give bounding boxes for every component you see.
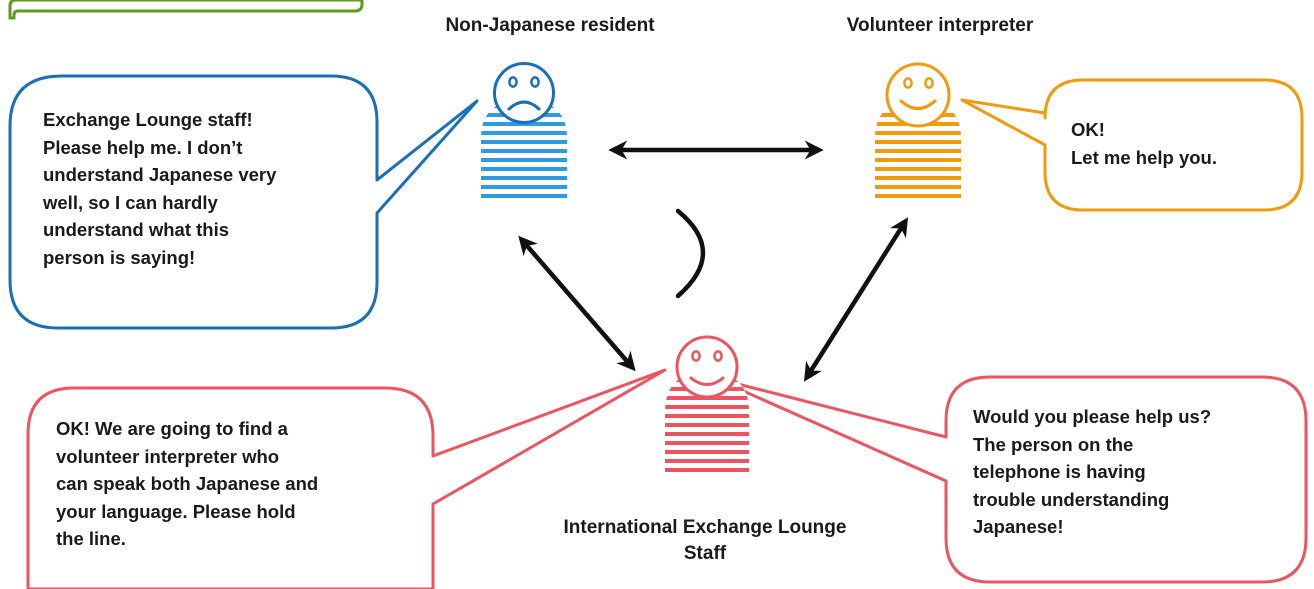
- corner-tab: [8, 0, 364, 20]
- staff-label-line2: Staff: [683, 543, 727, 564]
- staff-left-speech-bubble: [26, 368, 667, 589]
- bubble-line: the line.: [56, 528, 126, 549]
- bubble-line: well, so I can hardly: [43, 191, 218, 213]
- sad-face-icon: [493, 62, 555, 124]
- bubble-line: Would you please help us?: [973, 406, 1212, 427]
- staff-label: International Exchange Lounge Staff: [495, 515, 915, 567]
- central-bracket: [675, 208, 706, 299]
- bubble-line: can speak both Japanese and: [56, 473, 319, 494]
- bubble-line: Let me help you.: [1071, 146, 1217, 168]
- staff-label-line1: International Exchange Lounge: [563, 517, 847, 538]
- bubble-line: telephone is having: [973, 461, 1146, 482]
- bubble-line: trouble understanding: [973, 488, 1170, 510]
- staff-right-speech-bubble: [712, 375, 1308, 584]
- interpreter-speech-bubble: [960, 78, 1304, 212]
- resident-label: Non-Japanese resident: [445, 15, 655, 36]
- staff-right-bubble-text: Would you please help us? The person on …: [973, 403, 1211, 541]
- interpreter-figure: [875, 62, 961, 203]
- bubble-line: understand what this: [43, 219, 230, 240]
- bubble-line: The person on the: [973, 433, 1134, 455]
- smile-face-icon: [675, 335, 739, 399]
- interpreter-bubble-text: OK! Let me help you.: [1071, 116, 1217, 171]
- staff-left-bubble-text: OK! We are going to find a volunteer int…: [56, 415, 318, 553]
- staff-figure: [665, 335, 749, 478]
- bubble-line: Please help me. I don’t: [43, 136, 243, 158]
- bubble-line: Exchange Lounge staff!: [43, 109, 253, 130]
- bubble-line: Japanese!: [973, 516, 1064, 537]
- arrow-resident-staff: [518, 235, 636, 372]
- resident-bubble-text: Exchange Lounge staff! Please help me. I…: [43, 106, 276, 271]
- smile-face-icon: [885, 62, 951, 128]
- staff-body: [665, 372, 749, 478]
- bubble-line: understand Japanese very: [43, 164, 277, 185]
- resident-figure: [481, 62, 567, 204]
- arrow-interpreter-staff: [803, 217, 909, 382]
- resident-speech-bubble: [8, 74, 479, 330]
- bubble-line: volunteer interpreter who: [56, 445, 280, 467]
- bubble-line: person is saying!: [43, 246, 196, 268]
- bubble-line: OK!: [1071, 119, 1105, 140]
- bubble-line: your language. Please hold: [56, 500, 296, 522]
- bubble-line: OK! We are going to find a: [56, 418, 288, 439]
- interpreter-label: Volunteer interpreter: [846, 15, 1034, 36]
